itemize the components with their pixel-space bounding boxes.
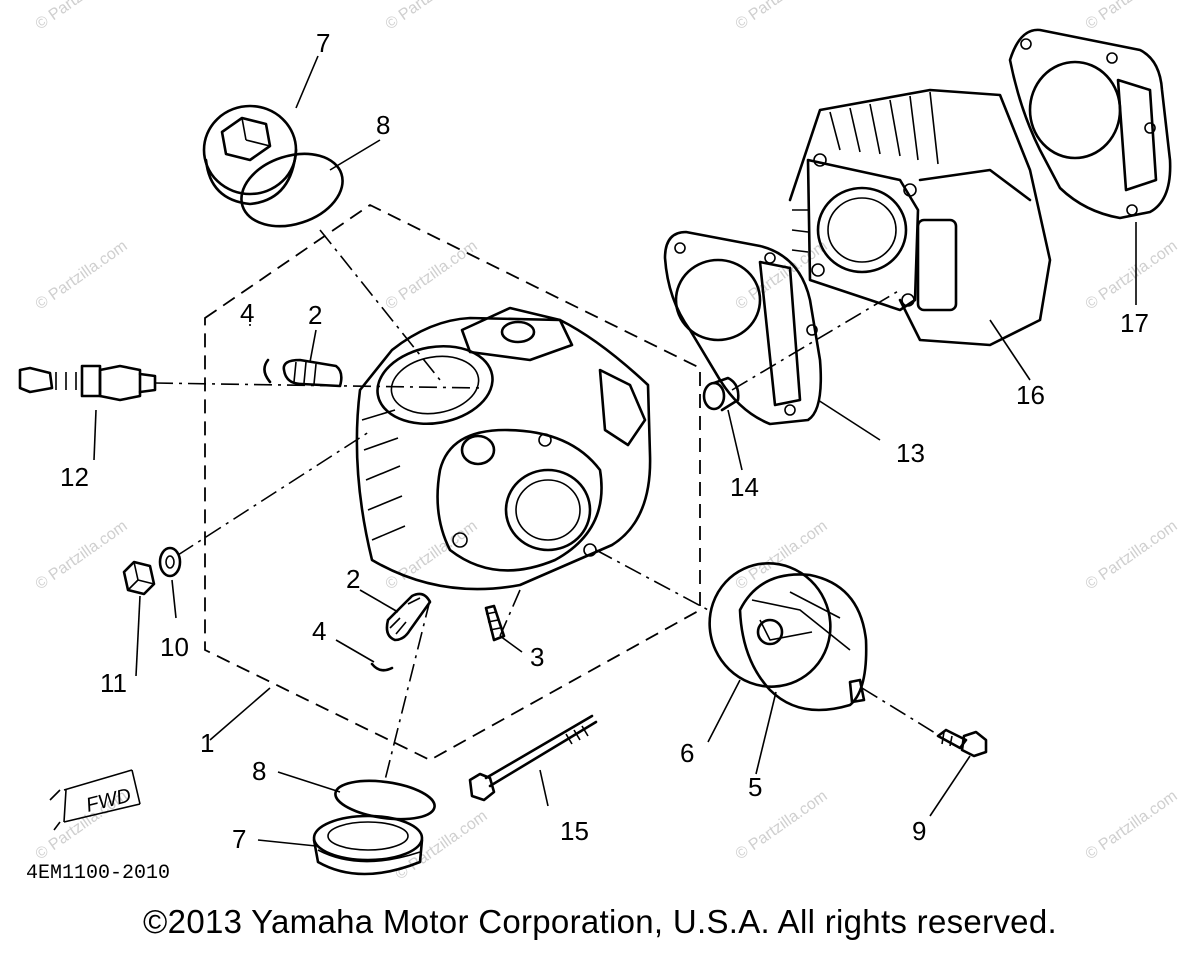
callout-15: 15 [560, 816, 589, 846]
assembly-boundary [204, 203, 701, 762]
callout-1: 1 [200, 728, 214, 758]
callout-16: 16 [1016, 380, 1045, 410]
washer [158, 546, 182, 578]
callout-6: 6 [680, 738, 694, 768]
callout-12: 12 [60, 462, 89, 492]
dowel-pin-upper [282, 358, 343, 388]
tappet-cover [738, 573, 868, 712]
o-ring-top [240, 152, 344, 228]
callout-2-lower: 2 [346, 564, 360, 594]
callout-7-top: 7 [316, 28, 330, 58]
copyright-notice: ©2013 Yamaha Motor Corporation, U.S.A. A… [143, 903, 1057, 940]
dowel-pin-lower [385, 592, 432, 642]
watermark: © Partzilla.com [733, 518, 831, 594]
clip-4-lower [370, 662, 394, 672]
watermark: © Partzilla.com [733, 0, 831, 33]
callout-13: 13 [896, 438, 925, 468]
callouts: 1 2 2 3 4 4 5 6 7 7 8 8 9 10 11 12 13 14… [60, 28, 1149, 854]
watermark: © Partzilla.com [33, 0, 131, 33]
drain-plug [122, 560, 156, 596]
callout-9: 9 [912, 816, 926, 846]
clip-4-upper [263, 358, 272, 384]
stud-bolt [484, 604, 506, 642]
fwd-label: FWD [84, 784, 134, 816]
watermark: © Partzilla.com [1083, 238, 1181, 314]
callout-5: 5 [748, 772, 762, 802]
watermark: © Partzilla.com [383, 0, 481, 33]
cover-bolt [936, 728, 988, 758]
callout-3: 3 [530, 642, 544, 672]
callout-2-upper: 2 [308, 300, 322, 330]
o-ring-side [708, 562, 832, 688]
callout-8-top: 8 [376, 110, 390, 140]
oil-filler-cap-top [202, 104, 298, 206]
spark-plug [18, 364, 157, 402]
watermark: © Partzilla.com [1083, 788, 1181, 864]
long-stud-bolt [468, 714, 598, 802]
cylinder-gasket [1008, 28, 1172, 220]
fwd-arrow-icon [49, 769, 141, 831]
cylinder-head [355, 306, 652, 591]
callout-14: 14 [730, 472, 759, 502]
leader-lines [93, 55, 1137, 847]
watermark: © Partzilla.com [33, 238, 131, 314]
reference-code: 4EM1100-2010 [26, 862, 171, 885]
watermark: © Partzilla.com [1083, 518, 1181, 594]
watermark: © Partzilla.com [33, 518, 131, 594]
callout-10: 10 [160, 632, 189, 662]
cylinder [788, 88, 1052, 347]
callout-7-bottom: 7 [232, 824, 246, 854]
oil-filler-cap-bottom [312, 814, 424, 876]
callout-17: 17 [1120, 308, 1149, 338]
watermark: © Partzilla.com [383, 238, 481, 314]
watermark: © Partzilla.com [1083, 0, 1181, 33]
callout-4-lower: 4 [312, 616, 326, 646]
callout-4-upper: 4 [240, 298, 254, 328]
callout-8-bottom: 8 [252, 756, 266, 786]
callout-11: 11 [100, 668, 127, 698]
